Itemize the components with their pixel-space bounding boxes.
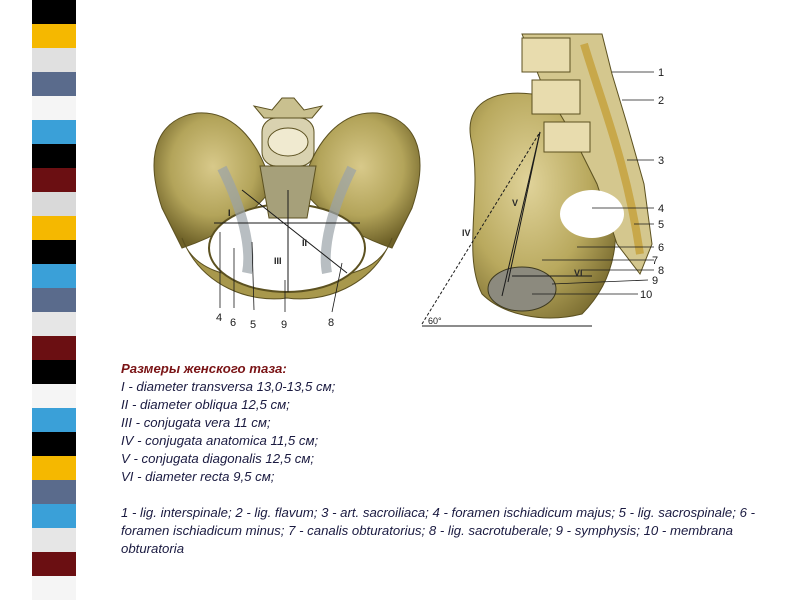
label-9: 9 (281, 319, 287, 331)
numeral-III: III (274, 256, 282, 266)
stripe-segment (32, 216, 76, 240)
foramen-ischiadicum-majus (560, 190, 624, 238)
vertebra-1 (521, 37, 571, 73)
label-8: 8 (328, 317, 334, 329)
diameter-line: IV - conjugata anatomica 11,5 см; (121, 433, 319, 448)
pelvis-top-view-illustration: I II III 4 6 5 9 8 (153, 97, 421, 331)
label-8: 8 (658, 265, 664, 277)
label-10: 10 (640, 289, 652, 301)
diameter-line: V - conjugata diagonalis 12,5 см; (121, 451, 315, 466)
diameter-obliqua-line (241, 189, 348, 274)
stripe-segment (32, 288, 76, 312)
stripe-segment (32, 72, 76, 96)
angle-label: 60° (428, 316, 442, 326)
label-6: 6 (230, 317, 236, 329)
stripe-segment (32, 336, 76, 360)
stripe-segment (32, 456, 76, 480)
stripe-segment (32, 528, 76, 552)
stripe-segment (32, 384, 76, 408)
label-2: 2 (658, 95, 664, 107)
stripe-segment (32, 360, 76, 384)
conjugata-vera-line (507, 131, 541, 283)
stripe-segment (32, 312, 76, 336)
conjugata-anatomica-line (421, 131, 541, 325)
numeral-IV: IV (462, 228, 471, 238)
label-6: 6 (658, 242, 664, 254)
numeral-VI: VI (574, 268, 583, 278)
stripe-segment (32, 576, 76, 600)
pelvis-sagittal-view-illustration: IV V VI 60° 1 2 3 4 5 6 7 8 9 10 (421, 33, 664, 327)
label-3: 3 (658, 155, 664, 167)
stripe-segment (32, 264, 76, 288)
stripe-segment (32, 552, 76, 576)
stripe-segment (32, 168, 76, 192)
diameter-line: III - conjugata vera 11 см; (121, 415, 271, 430)
label-4: 4 (216, 312, 222, 324)
label-9: 9 (652, 275, 658, 287)
stripe-segment (32, 48, 76, 72)
stripe-segment (32, 120, 76, 144)
numeral-I: I (228, 208, 231, 218)
stripe-segment (32, 480, 76, 504)
stripe-segment (32, 144, 76, 168)
decorative-stripe-bar (32, 0, 76, 600)
stripe-segment (32, 408, 76, 432)
stripe-segment (32, 96, 76, 120)
stripe-segment (32, 0, 76, 24)
stripe-segment (32, 192, 76, 216)
label-1: 1 (658, 67, 664, 79)
label-5: 5 (658, 219, 664, 231)
label-4: 4 (658, 203, 664, 215)
caption-title: Размеры женского таза: (121, 361, 287, 376)
label-7: 7 (652, 255, 658, 267)
vertebra-processes (252, 97, 324, 119)
stripe-segment (32, 432, 76, 456)
legend-text: 1 - lig. interspinale; 2 - lig. flavum; … (121, 505, 755, 556)
diameter-line: II - diameter obliqua 12,5 см; (121, 397, 290, 412)
diameter-line: VI - diameter recta 9,5 см; (121, 469, 275, 484)
sacrospinous-ligaments (217, 165, 357, 274)
label-5: 5 (250, 319, 256, 331)
stripe-segment (32, 240, 76, 264)
vertebra-top (267, 127, 309, 157)
numeral-V: V (512, 198, 518, 208)
vertebra-2 (531, 79, 581, 115)
numeral-II: II (302, 238, 307, 248)
ligament-band (580, 42, 644, 255)
caption-block: Размеры женского таза: I - diameter tran… (121, 360, 761, 558)
obturator-foramen (487, 266, 557, 312)
vertebra-3 (543, 121, 591, 153)
stripe-segment (32, 504, 76, 528)
stripe-segment (32, 24, 76, 48)
diameter-line: I - diameter transversa 13,0-13,5 см; (121, 379, 336, 394)
